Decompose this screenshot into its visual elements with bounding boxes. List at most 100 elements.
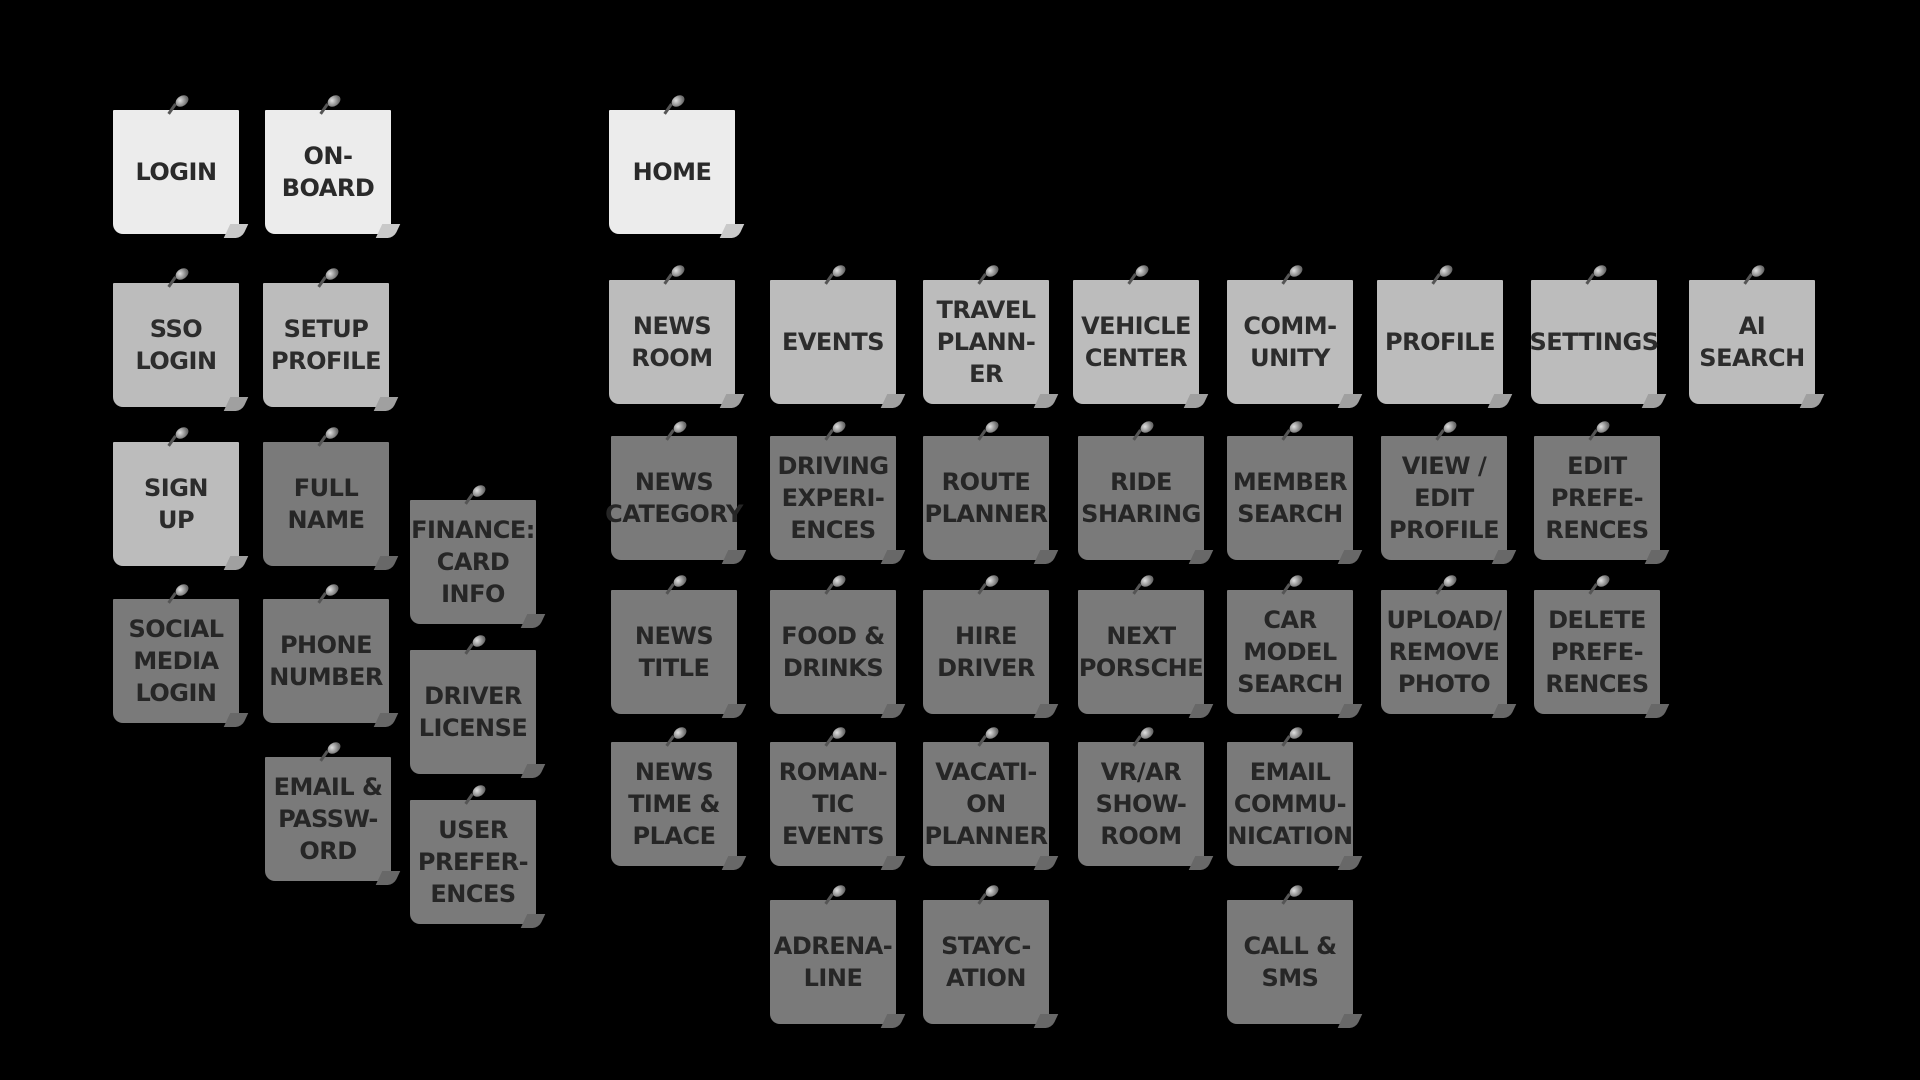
note-label: HIRE DRIVER: [937, 622, 1035, 682]
sticky-note: COMM- UNITY: [1227, 262, 1353, 404]
sticky-note: NEWS TITLE: [611, 572, 737, 714]
sticky-note: EDIT PREFE- RENCES: [1534, 418, 1660, 560]
sticky-note: EVENTS: [770, 262, 896, 404]
pushpin-icon: [167, 424, 191, 450]
sticky-note: SETTINGS: [1529, 262, 1659, 404]
pushpin-icon: [1743, 262, 1767, 288]
pushpin-icon: [824, 882, 848, 908]
sticky-note: SOCIAL MEDIA LOGIN: [113, 581, 239, 723]
note-label: TRAVEL PLANN- ER: [936, 296, 1036, 388]
note-label: NEXT PORSCHE: [1078, 622, 1204, 682]
sticky-note: SSO LOGIN: [113, 265, 239, 407]
sticky-note: USER PREFER- ENCES: [410, 782, 536, 924]
note-label: STAYC- ATION: [941, 932, 1031, 992]
sticky-note: HOME: [609, 92, 735, 234]
note-label: COMM- UNITY: [1243, 312, 1337, 372]
note-label: DRIVING EXPERI- ENCES: [777, 452, 889, 544]
note-label: PHONE NUMBER: [269, 631, 383, 691]
note-label: VR/AR SHOW- ROOM: [1095, 758, 1187, 850]
note-label: SETUP PROFILE: [271, 315, 381, 375]
sticky-note: CAR MODEL SEARCH: [1227, 572, 1353, 714]
note-label: NEWS TIME & PLACE: [628, 758, 720, 850]
sticky-note: ROMAN- TIC EVENTS: [770, 724, 896, 866]
sticky-note: NEXT PORSCHE: [1078, 572, 1204, 714]
note-label: EMAIL COMMU- NICATION: [1227, 758, 1353, 850]
pushpin-icon: [464, 482, 488, 508]
sticky-note: NEWS CATEGORY: [605, 418, 743, 560]
note-label: NEWS TITLE: [634, 622, 714, 682]
pushpin-icon: [464, 632, 488, 658]
pushpin-icon: [977, 262, 1001, 288]
sticky-note: DRIVER LICENSE: [410, 632, 536, 774]
sticky-note: ON- BOARD: [265, 92, 391, 234]
note-label: EVENTS: [781, 328, 885, 356]
sticky-note: SIGN UP: [113, 424, 239, 566]
pushpin-icon: [1281, 882, 1305, 908]
note-label: RIDE SHARING: [1081, 468, 1201, 528]
sticky-note: NEWS ROOM: [609, 262, 735, 404]
sticky-note: RIDE SHARING: [1078, 418, 1204, 560]
sticky-note: FULL NAME: [263, 424, 389, 566]
note-label: MEMBER SEARCH: [1232, 468, 1348, 528]
pushpin-icon: [824, 572, 848, 598]
sticky-note: STAYC- ATION: [923, 882, 1049, 1024]
note-label: VACATI- ON PLANNER: [924, 758, 1048, 850]
pushpin-icon: [167, 581, 191, 607]
pushpin-icon: [319, 739, 343, 765]
pushpin-icon: [665, 572, 689, 598]
sticky-note: SETUP PROFILE: [263, 265, 389, 407]
pushpin-icon: [167, 92, 191, 118]
sticky-note: DRIVING EXPERI- ENCES: [770, 418, 896, 560]
note-label: FULL NAME: [287, 474, 365, 534]
sticky-note: MEMBER SEARCH: [1227, 418, 1353, 560]
note-label: SETTINGS: [1529, 328, 1659, 356]
pushpin-icon: [824, 262, 848, 288]
pushpin-icon: [1132, 418, 1156, 444]
pushpin-icon: [317, 265, 341, 291]
pushpin-icon: [1431, 262, 1455, 288]
note-label: VEHICLE CENTER: [1081, 312, 1191, 372]
sticky-note: LOGIN: [113, 92, 239, 234]
note-label: CALL & SMS: [1243, 932, 1337, 992]
pushpin-icon: [663, 262, 687, 288]
sticky-note: VEHICLE CENTER: [1073, 262, 1199, 404]
pushpin-icon: [665, 418, 689, 444]
note-label: ROUTE PLANNER: [924, 468, 1048, 528]
note-label: DELETE PREFE- RENCES: [1545, 606, 1649, 698]
pushpin-icon: [977, 572, 1001, 598]
pushpin-icon: [1588, 572, 1612, 598]
sticky-note: ADRENA- LINE: [770, 882, 896, 1024]
sticky-note: EMAIL COMMU- NICATION: [1227, 724, 1353, 866]
note-label: UPLOAD/ REMOVE PHOTO: [1386, 606, 1502, 698]
pushpin-icon: [1281, 724, 1305, 750]
sticky-note: PROFILE: [1377, 262, 1503, 404]
pushpin-icon: [1127, 262, 1151, 288]
note-label: NEWS CATEGORY: [605, 468, 743, 528]
pushpin-icon: [977, 724, 1001, 750]
note-label: ROMAN- TIC EVENTS: [778, 758, 888, 850]
note-label: CAR MODEL SEARCH: [1237, 606, 1343, 698]
note-label: DRIVER LICENSE: [418, 682, 528, 742]
pushpin-icon: [824, 418, 848, 444]
note-label: VIEW / EDIT PROFILE: [1389, 452, 1499, 544]
sticky-note: FOOD & DRINKS: [770, 572, 896, 714]
note-label: NEWS ROOM: [631, 312, 713, 372]
note-label: ON- BOARD: [281, 142, 375, 202]
pushpin-icon: [317, 581, 341, 607]
sticky-note: NEWS TIME & PLACE: [611, 724, 737, 866]
pushpin-icon: [464, 782, 488, 808]
pushpin-icon: [317, 424, 341, 450]
note-label: FINANCE: CARD INFO: [411, 516, 535, 608]
pushpin-icon: [1435, 572, 1459, 598]
pushpin-icon: [1435, 418, 1459, 444]
pushpin-icon: [167, 265, 191, 291]
pushpin-icon: [1132, 724, 1156, 750]
sticky-note: EMAIL & PASSW- ORD: [265, 739, 391, 881]
sticky-note: DELETE PREFE- RENCES: [1534, 572, 1660, 714]
note-label: SIGN UP: [144, 474, 209, 534]
pushpin-icon: [977, 418, 1001, 444]
note-label: HOME: [632, 158, 712, 186]
sticky-note: VACATI- ON PLANNER: [923, 724, 1049, 866]
note-label: LOGIN: [135, 158, 217, 186]
note-label: EDIT PREFE- RENCES: [1545, 452, 1649, 544]
